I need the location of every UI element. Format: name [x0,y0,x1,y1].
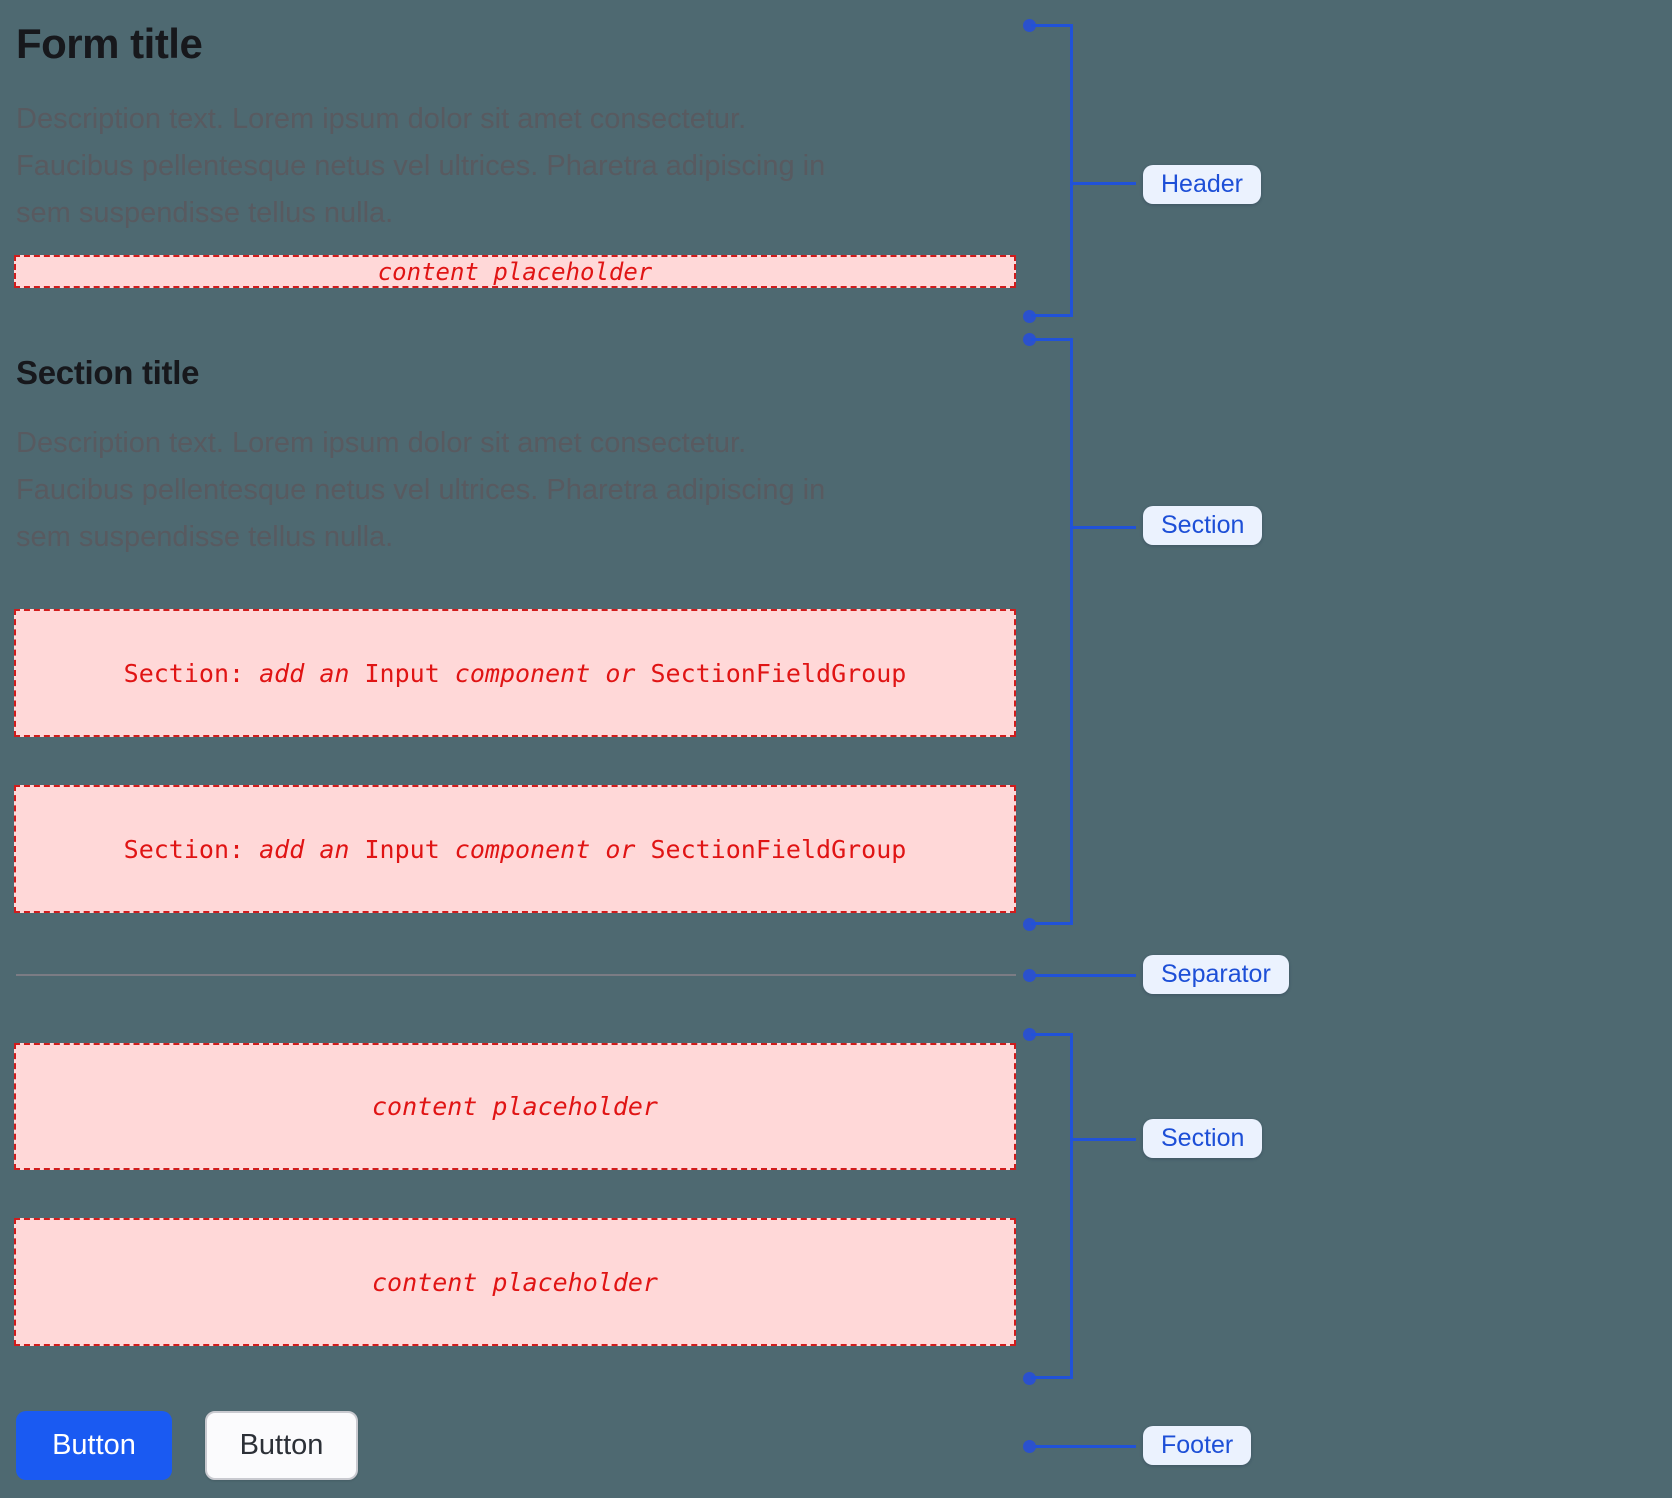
annotation-line [1035,974,1136,977]
section2-content-placeholder-2: content placeholder [14,1218,1016,1346]
annotation-line [1031,1033,1072,1036]
annotation-line [1031,314,1072,317]
primary-button[interactable]: Button [16,1411,172,1480]
annotation-dot [1023,333,1036,346]
section-description: Description text. Lorem ipsum dolor sit … [16,427,826,553]
annotation-dot [1023,310,1036,323]
form-title: Form title [16,20,203,67]
annotation-line [1072,182,1136,185]
annotation-dot [1023,1028,1036,1041]
placeholder-text: content placeholder [377,257,653,286]
section-fieldgroup-placeholder-1: Section: add an Input component or Secti… [14,609,1016,737]
placeholder-text: Section: add an Input component or Secti… [123,834,907,864]
annotation-line [1070,338,1073,925]
section-title: Section title [16,354,200,391]
placeholder-text: content placeholder [372,1092,658,1121]
annotation-dot [1023,1440,1036,1453]
annotation-dot [1023,1372,1036,1385]
annotation-line [1070,24,1073,317]
annotation-line [1031,1376,1072,1379]
annotation-label-footer: Footer [1143,1426,1252,1465]
form-description: Description text. Lorem ipsum dolor sit … [16,103,826,229]
annotation-dot [1023,969,1036,982]
annotation-line [1072,526,1136,529]
placeholder-text: Section: add an Input component or Secti… [123,658,907,688]
secondary-button[interactable]: Button [205,1411,358,1480]
annotation-label-section-1: Section [1143,506,1263,545]
annotation-label-separator: Separator [1143,955,1289,994]
annotation-label-header: Header [1143,165,1261,204]
placeholder-text: content placeholder [372,1267,658,1297]
separator [16,974,1016,976]
annotation-line [1031,922,1072,925]
annotation-dot [1023,19,1036,32]
section2-content-placeholder-1: content placeholder [14,1043,1016,1170]
annotation-label-section-2: Section [1143,1119,1263,1158]
annotation-dot [1023,918,1036,931]
section-fieldgroup-placeholder-2: Section: add an Input component or Secti… [14,785,1016,913]
annotation-line [1070,1033,1073,1379]
annotation-line [1031,24,1072,27]
annotation-line [1035,1445,1136,1448]
annotation-line [1031,338,1072,341]
annotation-line [1072,1138,1136,1141]
header-content-placeholder: content placeholder [14,255,1016,288]
